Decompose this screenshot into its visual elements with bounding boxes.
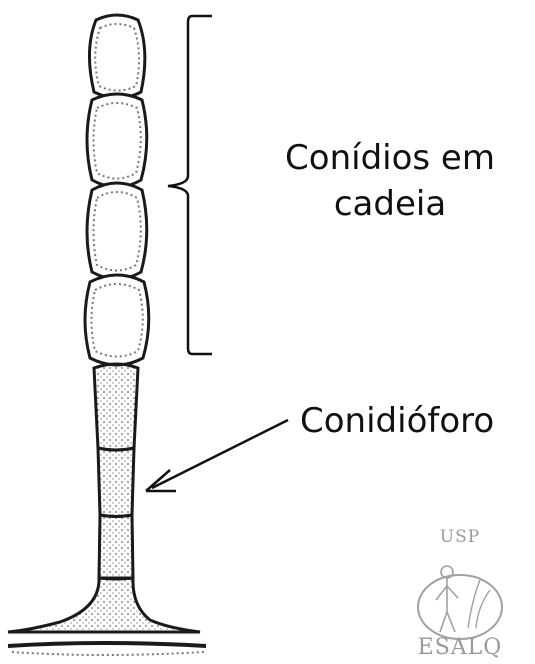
conidia-chain	[85, 15, 149, 365]
conidia-label-line2: cadeia	[250, 181, 530, 227]
conidia-chain-label: Conídios em cadeia	[250, 135, 530, 227]
conidiophore-label: Conidióforo	[300, 398, 532, 444]
conidia-label-line1: Conídios em	[250, 135, 530, 181]
conidium-4	[85, 275, 149, 365]
conidiophore-arrow	[146, 420, 288, 491]
esalq-logo: USP ESALQ	[400, 527, 520, 664]
logo-esalq-text: ESALQ	[400, 635, 520, 660]
conidia-bracket	[168, 16, 212, 354]
conidium-1	[89, 15, 144, 98]
logo-usp-text: USP	[400, 527, 520, 547]
conidiophore-stalk	[8, 364, 206, 655]
